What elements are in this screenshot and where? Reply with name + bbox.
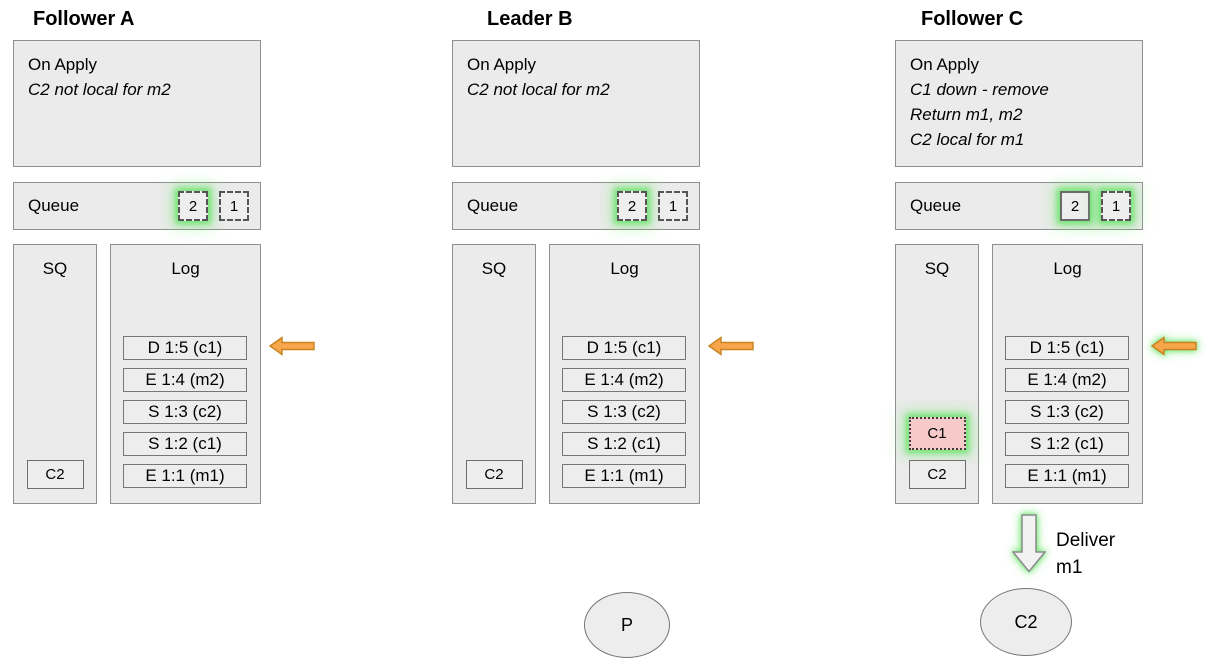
log-entry: E 1:4 (m2) xyxy=(562,368,686,392)
log-entry: E 1:4 (m2) xyxy=(1005,368,1129,392)
sq-label: SQ xyxy=(42,259,68,278)
log-entry: E 1:4 (m2) xyxy=(123,368,247,392)
deliver-down-arrow-icon xyxy=(1012,514,1046,573)
on-apply-label: On Apply xyxy=(28,55,97,74)
on-apply-note: C2 not local for m2 xyxy=(467,80,610,99)
log-label: Log xyxy=(171,259,200,278)
log-entries: D 1:5 (c1) E 1:4 (m2) S 1:3 (c2) S 1:2 (… xyxy=(562,336,686,488)
log-entry: D 1:5 (c1) xyxy=(1005,336,1129,360)
log-entries: D 1:5 (c1) E 1:4 (m2) S 1:3 (c2) S 1:2 (… xyxy=(1005,336,1129,488)
sq-label: SQ xyxy=(481,259,507,278)
deliver-label-line2: m1 xyxy=(1056,557,1083,578)
log-entry: S 1:2 (c1) xyxy=(1005,432,1129,456)
apply-pointer-left-arrow-icon xyxy=(1151,336,1197,356)
node-title: Follower A xyxy=(33,8,135,30)
log-entry: S 1:3 (c2) xyxy=(562,400,686,424)
node-follower-c: Follower C On Apply C1 down - remove Ret… xyxy=(895,0,1205,669)
log-entry: E 1:1 (m1) xyxy=(562,464,686,488)
queue-label: Queue xyxy=(467,196,519,215)
queue-item-2: 2 xyxy=(1060,191,1090,221)
sq-item-c1-removed: C1 xyxy=(908,417,966,450)
on-apply-note: C2 local for m1 xyxy=(910,130,1025,149)
log-entry: D 1:5 (c1) xyxy=(562,336,686,360)
queue-items: 2 1 xyxy=(617,191,688,221)
queue-label: Queue xyxy=(28,196,80,215)
on-apply-label: On Apply xyxy=(910,55,979,74)
on-apply-note: C2 not local for m2 xyxy=(28,80,171,99)
sq-box: SQ C2 xyxy=(452,244,536,504)
on-apply-note: C1 down - remove xyxy=(910,80,1049,99)
node-leader-b: Leader B On Apply C2 not local for m2 Qu… xyxy=(452,0,762,669)
log-entry: E 1:1 (m1) xyxy=(123,464,247,488)
node-title: Follower C xyxy=(921,8,1024,30)
sq-label: SQ xyxy=(924,259,950,278)
log-entry: S 1:3 (c2) xyxy=(123,400,247,424)
sq-item-c2: C2 xyxy=(26,460,84,489)
queue-item-1: 1 xyxy=(219,191,249,221)
deliver-label: Deliver m1 xyxy=(1056,527,1115,581)
on-apply-note: Return m1, m2 xyxy=(910,105,1023,124)
log-box: Log D 1:5 (c1) E 1:4 (m2) S 1:3 (c2) S 1… xyxy=(110,244,261,504)
queue-box: Queue 2 1 xyxy=(13,182,261,230)
queue-item-2: 2 xyxy=(178,191,208,221)
log-entry: S 1:2 (c1) xyxy=(562,432,686,456)
log-entry: S 1:2 (c1) xyxy=(123,432,247,456)
apply-pointer-left-arrow-icon xyxy=(708,336,754,356)
sq-item-c2: C2 xyxy=(465,460,523,489)
node-follower-a: Follower A On Apply C2 not local for m2 … xyxy=(13,0,323,669)
process-p-label: P xyxy=(620,614,633,635)
deliver-label-line1: Deliver xyxy=(1056,530,1116,551)
log-entry: D 1:5 (c1) xyxy=(123,336,247,360)
consumer-c2-label: C2 xyxy=(1014,611,1038,632)
sq-box: SQ C2 xyxy=(13,244,97,504)
log-box: Log D 1:5 (c1) E 1:4 (m2) S 1:3 (c2) S 1… xyxy=(992,244,1143,504)
queue-item-2: 2 xyxy=(617,191,647,221)
consumer-c2-node: C2 xyxy=(980,588,1072,656)
on-apply-box: On Apply C2 not local for m2 xyxy=(13,40,261,167)
on-apply-box: On Apply C2 not local for m2 xyxy=(452,40,700,167)
log-label: Log xyxy=(610,259,639,278)
sq-items: C1 C2 xyxy=(896,417,978,489)
queue-items: 2 1 xyxy=(1060,191,1131,221)
log-entries: D 1:5 (c1) E 1:4 (m2) S 1:3 (c2) S 1:2 (… xyxy=(123,336,247,488)
node-title: Leader B xyxy=(487,8,573,30)
apply-pointer-left-arrow-icon xyxy=(269,336,315,356)
sq-item-c2: C2 xyxy=(908,460,966,489)
queue-label: Queue xyxy=(910,196,962,215)
queue-item-1: 1 xyxy=(1101,191,1131,221)
sq-items: C2 xyxy=(14,460,96,489)
queue-box: Queue 2 1 xyxy=(452,182,700,230)
log-label: Log xyxy=(1053,259,1082,278)
process-p-node: P xyxy=(584,592,670,658)
sq-box: SQ C1 C2 xyxy=(895,244,979,504)
queue-item-1: 1 xyxy=(658,191,688,221)
log-entry: E 1:1 (m1) xyxy=(1005,464,1129,488)
log-entry: S 1:3 (c2) xyxy=(1005,400,1129,424)
on-apply-box: On Apply C1 down - remove Return m1, m2 … xyxy=(895,40,1143,167)
queue-items: 2 1 xyxy=(178,191,249,221)
on-apply-label: On Apply xyxy=(467,55,536,74)
sq-items: C2 xyxy=(453,460,535,489)
log-box: Log D 1:5 (c1) E 1:4 (m2) S 1:3 (c2) S 1… xyxy=(549,244,700,504)
queue-box: Queue 2 1 xyxy=(895,182,1143,230)
